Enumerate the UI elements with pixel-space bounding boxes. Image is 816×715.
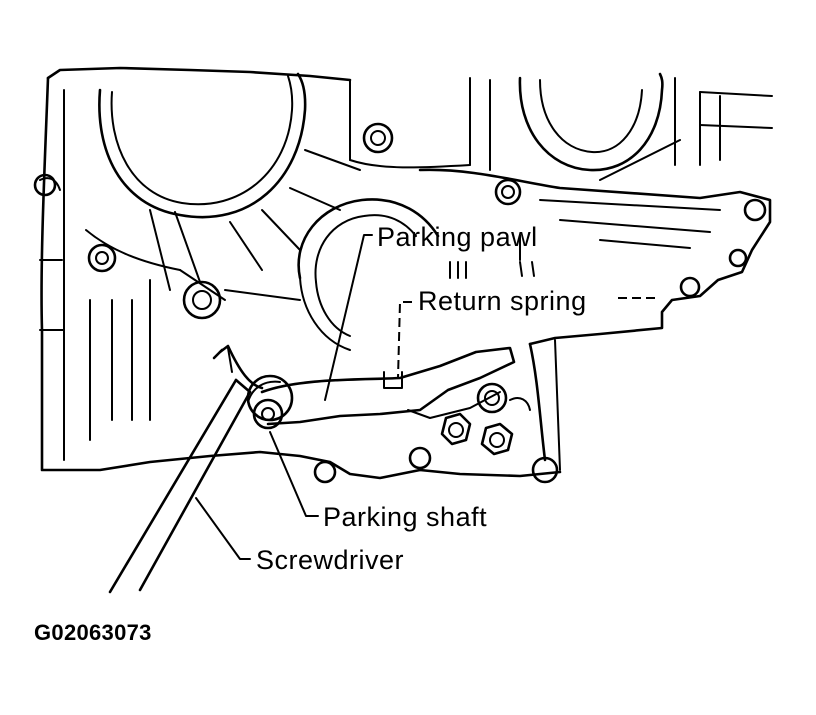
label-screwdriver: Screwdriver [256, 545, 405, 575]
leader-lines [195, 234, 660, 560]
mounting-bolts [440, 382, 531, 456]
parking-pawl [260, 346, 516, 426]
transmission-case [33, 66, 773, 484]
figure-id: G02063073 [34, 620, 152, 645]
screwdriver [108, 378, 252, 594]
parking-shaft [246, 374, 294, 430]
label-return-spring: Return spring [418, 286, 587, 316]
label-parking-pawl: Parking pawl [377, 222, 538, 252]
label-parking-shaft: Parking shaft [323, 502, 488, 532]
